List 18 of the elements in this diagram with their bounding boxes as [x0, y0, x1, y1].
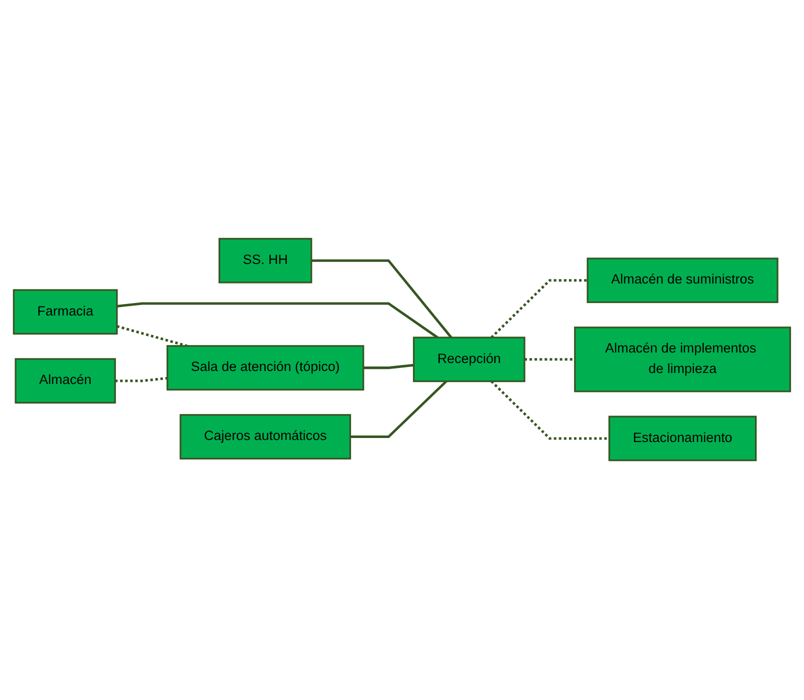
node-box: Estacionamiento: [608, 416, 757, 462]
node-box: Sala de atención (tópico): [166, 346, 364, 391]
connector: [115, 377, 168, 383]
node-box: SS. HH: [218, 238, 312, 284]
node-box: Farmacia: [12, 290, 118, 336]
connector: [524, 358, 575, 362]
connector: [363, 364, 414, 370]
node-box: Recepción: [412, 337, 526, 383]
node-box: Cajeros automáticos: [180, 414, 352, 460]
connector: [116, 326, 188, 348]
node-box: Almacén de suministros: [586, 258, 778, 304]
connector: [350, 380, 448, 438]
connector: [116, 302, 438, 340]
connector: [490, 280, 588, 339]
connector: [490, 380, 610, 440]
node-box: Almacén de implementos de limpieza: [574, 327, 792, 393]
connector: [311, 260, 452, 339]
node-box: Almacén: [14, 358, 116, 404]
